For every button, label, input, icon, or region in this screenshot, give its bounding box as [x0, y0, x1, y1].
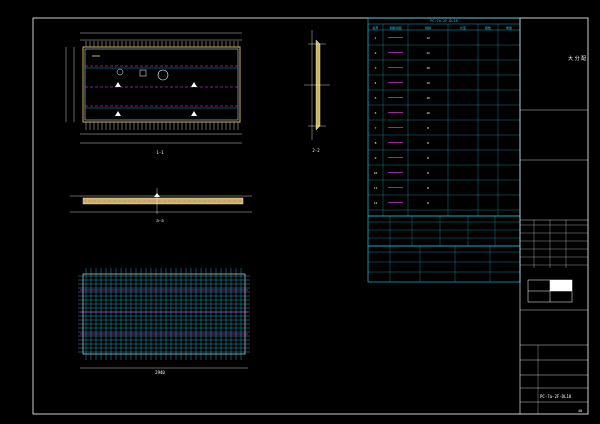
- table-header: 重量: [506, 25, 512, 30]
- drawing-code: PC-7a-2F-DL18: [540, 394, 572, 399]
- table-cell: 8: [427, 156, 429, 160]
- table-header: 根数: [485, 25, 491, 30]
- table-cell: 8: [427, 201, 429, 205]
- lift-point-icon: [191, 82, 197, 87]
- box-marker-icon: [139, 69, 147, 77]
- table-cell: 10: [374, 171, 378, 175]
- table-cell: 12: [374, 201, 378, 205]
- table-cell: 8: [375, 141, 377, 145]
- lift-point-icon: [115, 82, 121, 87]
- table-cell: 9: [375, 156, 377, 160]
- table-cell: 8: [427, 126, 429, 130]
- table-cell: 10: [426, 81, 430, 85]
- table-cell: 3: [375, 66, 377, 70]
- table-cell: 5: [375, 96, 377, 100]
- hole-marker-icon: [116, 68, 124, 76]
- table-cell: 4: [375, 81, 377, 85]
- title-block: [519, 18, 588, 414]
- section-caption: 2-2: [312, 148, 320, 153]
- table-header: 规格: [425, 25, 431, 30]
- table-header: 钢筋简图: [389, 25, 401, 30]
- lift-point-icon: [115, 111, 121, 116]
- sheet-border: [32, 17, 589, 415]
- table-header: 编号: [372, 25, 378, 30]
- plan-caption: 1-1: [156, 150, 164, 155]
- table-cell: 10: [426, 66, 430, 70]
- side-caption: a-a: [156, 218, 164, 223]
- table-cell: 1: [375, 36, 377, 40]
- lift-point-icon: [191, 111, 197, 116]
- summary-table: [367, 215, 521, 247]
- table-cell: 12: [426, 51, 430, 55]
- plan-view: [65, 32, 242, 144]
- side-view: [70, 188, 252, 214]
- table-cell: 8: [427, 186, 429, 190]
- section-view: [304, 30, 330, 140]
- table-cell: 8: [427, 141, 429, 145]
- table-cell: 11: [374, 186, 378, 190]
- rebar-table-title: PC-7a-2F-DL18: [430, 19, 457, 23]
- detail-marker-icon: [157, 69, 169, 81]
- table-cell: 7: [375, 126, 377, 130]
- table-cell: 8: [427, 171, 429, 175]
- table-cell: 2: [375, 51, 377, 55]
- corner-number: 40: [578, 409, 582, 413]
- rebar-schedule-table: 编号 钢筋简图 规格 长度 根数 重量 1 12 2 12 3 10 4 10 5 10 6 10 7 8 8 8 9 8 10…: [367, 17, 521, 217]
- rebar-caption: 2940: [155, 370, 165, 375]
- table-cell: 6: [375, 111, 377, 115]
- table-cell: 10: [426, 96, 430, 100]
- table-cell: 12: [426, 36, 430, 40]
- embed-table: [367, 245, 521, 283]
- table-cell: 10: [426, 111, 430, 115]
- rebar-view: [78, 268, 250, 369]
- stamp-text: 大 分 配: [568, 55, 586, 62]
- table-header: 长度: [460, 25, 466, 30]
